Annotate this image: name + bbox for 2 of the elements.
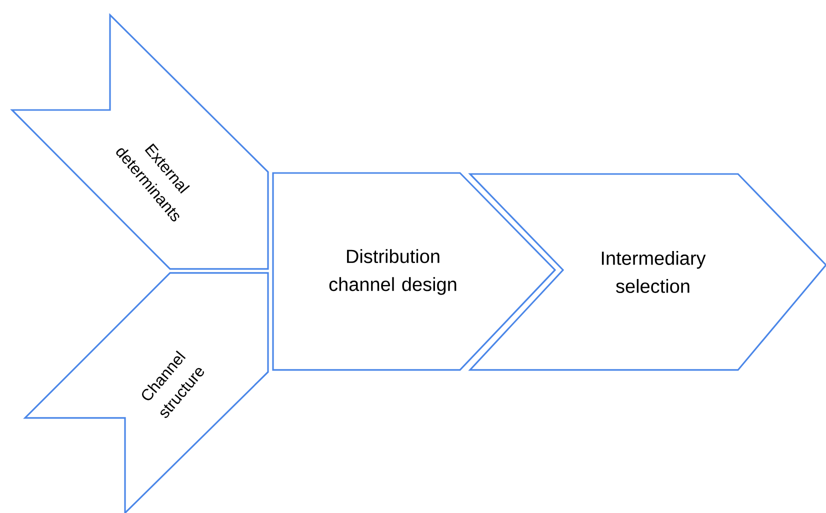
pentagon-step: Distribution channel design <box>272 172 556 371</box>
chevron-step: Intermediary selection <box>468 173 826 371</box>
